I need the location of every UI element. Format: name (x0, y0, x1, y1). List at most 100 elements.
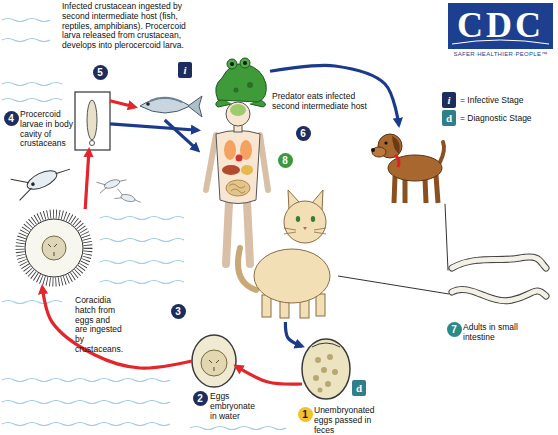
stage-node: 8 (198, 100, 272, 268)
copepod-drawing (11, 173, 29, 189)
stage-caption: Infected crustacean ingested by second i… (62, 2, 200, 51)
human-drawing (260, 135, 268, 190)
copepod-drawing (119, 179, 126, 183)
human-drawing (226, 202, 229, 264)
copepod-drawing (114, 189, 142, 206)
legend-text: = Infective Stage (460, 92, 524, 108)
cat-drawing (284, 228, 326, 234)
cat-drawing (254, 249, 330, 303)
cat-drawing (303, 227, 307, 230)
unembryonated-egg (302, 339, 350, 399)
copepod-drawing (134, 200, 141, 203)
embryonated-egg (192, 335, 236, 387)
dog-drawing (440, 142, 444, 162)
copepod-drawing (31, 182, 34, 185)
stage-node: 5Infected crustacean ingested by second … (135, 55, 270, 120)
unembryonated-egg (325, 381, 331, 387)
stage-caption: Adults in small intestine (463, 323, 548, 343)
frog-drawing (230, 62, 234, 66)
adult-worms (452, 257, 546, 268)
stage-node: 2Eggs embryonate in water (192, 335, 236, 387)
copepod-drawing (116, 189, 124, 196)
fish-drawing (140, 96, 202, 117)
fish-drawing (150, 98, 182, 102)
water-waves (190, 427, 286, 430)
cycle-arrow (110, 124, 198, 130)
procercoid-box (75, 92, 110, 150)
dog-drawing (371, 148, 375, 152)
water-waves (2, 423, 170, 426)
stage-caption: Eggs embryonate in water (210, 392, 255, 421)
step-number: 3 (171, 304, 186, 319)
coracidium-drawing (20, 214, 88, 282)
human-drawing (230, 104, 246, 116)
leader-line (445, 204, 448, 271)
copepod-drawing (10, 155, 73, 201)
legend-text: = Diagnostic Stage (460, 110, 532, 126)
stage-node: 7Adults in small intestine (448, 255, 548, 317)
embryonated-egg (201, 350, 227, 376)
unembryonated-egg (327, 354, 333, 360)
cycle-arrow (236, 366, 302, 384)
legend-icon: d (442, 110, 456, 126)
coracidium-drawing (42, 236, 66, 260)
step-number: 7 (447, 322, 462, 337)
stage-caption: Unembryonated eggs passed in feces (314, 406, 374, 435)
dog-drawing (384, 141, 387, 144)
adult-worms (452, 289, 546, 300)
water-waves (2, 39, 50, 42)
adult-worms (452, 257, 546, 268)
cdc-logo (448, 3, 553, 49)
stage-caption: Predator eats infected second intermedia… (272, 92, 370, 112)
water-waves (100, 217, 184, 220)
copepod-drawing (114, 196, 122, 200)
water-waves (2, 301, 62, 304)
human-drawing (206, 135, 216, 190)
unembryonated-egg (313, 375, 319, 381)
frog-drawing (247, 82, 253, 88)
human-drawing (241, 165, 253, 175)
infective-icon: i (178, 62, 192, 78)
stage-node: 4Procercoid larvae in body cavity of cru… (75, 92, 110, 150)
human-drawing (236, 155, 243, 162)
dog-drawing (388, 155, 442, 181)
cycle-arrow (42, 287, 192, 368)
logo-text: CDC (448, 5, 553, 45)
water-waves (2, 19, 286, 430)
cat-drawing (284, 201, 326, 243)
unembryonated-egg (321, 367, 327, 373)
copepod-drawing (96, 180, 105, 188)
cdc-logo (448, 3, 553, 49)
human-drawing (222, 165, 240, 175)
dog-drawing (392, 136, 400, 154)
diagnostic-icon: d (352, 380, 366, 396)
cycle-arrow (165, 120, 198, 150)
fish-drawing (140, 98, 190, 113)
step-number: 6 (296, 126, 311, 141)
frog-drawing (243, 61, 247, 65)
stage-caption: Coracidia hatch from eggs and are ingest… (75, 296, 123, 355)
human-drawing (224, 140, 236, 160)
cat-drawing (238, 190, 330, 318)
procercoid-box (75, 92, 110, 150)
embryonated-egg (192, 335, 236, 387)
coracidium-drawing (25, 219, 83, 277)
unembryonated-egg (318, 388, 323, 393)
cat-drawing (238, 248, 256, 290)
water-waves (100, 239, 184, 242)
cycle-arrow (85, 150, 89, 209)
stage-node: 6Predator eats infected second intermedi… (235, 125, 445, 322)
human-drawing (216, 131, 260, 204)
human-drawing (247, 202, 250, 264)
unembryonated-egg (312, 343, 340, 347)
dog-drawing (395, 155, 399, 167)
legend-icon: i (442, 92, 456, 108)
fish-drawing (188, 96, 202, 117)
cat-drawing (311, 216, 315, 222)
step-number: 1 (298, 407, 313, 422)
step-number: 5 (93, 65, 108, 80)
frog-drawing (216, 58, 267, 107)
